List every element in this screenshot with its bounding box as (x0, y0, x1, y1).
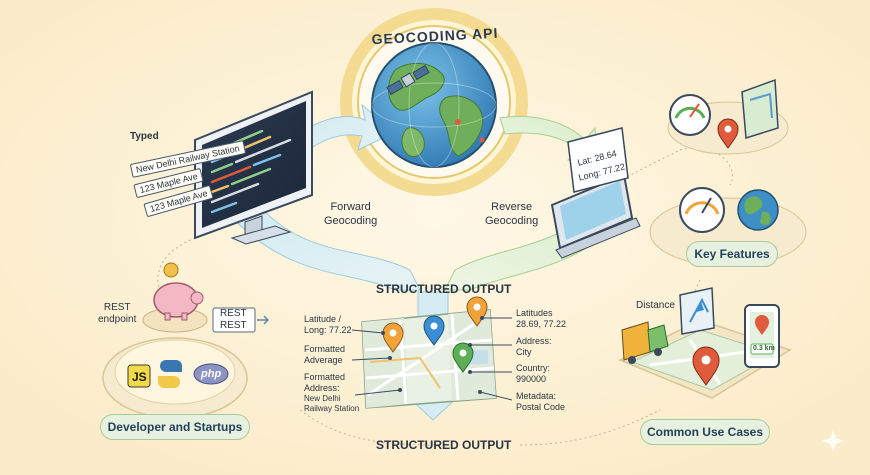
output-field-latitude: Latitude / Long: 77.22 (304, 314, 352, 335)
map-pin-orange-left (382, 322, 404, 353)
rest-box-label: REST REST (220, 308, 247, 331)
output-field-metadata: Metadata: Postal Code (516, 391, 566, 412)
coin-icon (163, 262, 179, 278)
output-leader-lines (351, 316, 513, 401)
navigation-map-icon (679, 287, 715, 335)
gauge-icon (679, 187, 725, 233)
python-icon (158, 360, 182, 388)
php-icon (193, 363, 229, 385)
delivery-truck-icon (621, 321, 669, 364)
piggy-bank-icon (142, 262, 208, 333)
use-cases-label: Common Use Cases (640, 419, 770, 445)
phone-distance-readout: 0.3 km (753, 345, 775, 352)
satellite-icon (386, 64, 430, 96)
php-label: php (201, 368, 222, 380)
output-field-address-value: New Delhi Railway Station (304, 394, 360, 413)
map-pin-large-icon (692, 346, 720, 386)
structured-output-heading-bottom: STRUCTURED OUTPUT (376, 438, 512, 452)
distance-label: Distance (636, 300, 675, 311)
output-field-latitudes: Latitudes 28.69, 77.22 (516, 308, 567, 329)
globe (371, 42, 497, 168)
javascript-icon (127, 364, 151, 388)
map-pin-blue (423, 315, 445, 346)
forward-flow (229, 194, 421, 291)
globe-pin-red (455, 119, 461, 125)
forward-geocoding-label: Forward Geocoding (324, 201, 378, 227)
globe-small-icon (737, 189, 779, 231)
rest-endpoint-label: REST endpoint (98, 302, 137, 325)
laptop-device (550, 173, 641, 259)
key-features-label: Key Features (686, 241, 778, 267)
coordinate-card (567, 127, 629, 193)
output-field-address: Formatted Address: (304, 372, 346, 393)
speedometer-icon (669, 94, 711, 136)
map-pin-green (452, 342, 474, 373)
developer-label: Developer and Startups (100, 414, 250, 440)
use-cases-platform (618, 287, 792, 399)
folded-map-icon (741, 78, 779, 139)
typed-label: Typed (130, 131, 159, 142)
structured-output-heading-top: STRUCTURED OUTPUT (376, 282, 512, 296)
output-field-city: Address: City (516, 336, 552, 357)
javascript-label: JS (132, 370, 147, 384)
rest-box (212, 307, 256, 333)
smartphone-icon (744, 304, 780, 368)
sparkle-icon (822, 430, 844, 452)
reverse-geocoding-label: Reverse Geocoding (485, 201, 539, 227)
map-pin-icon (717, 118, 739, 149)
developer-platform (102, 337, 248, 419)
output-field-formatted: Formatted Adverage (304, 344, 346, 365)
output-field-country: Country: 990000 (516, 363, 551, 384)
